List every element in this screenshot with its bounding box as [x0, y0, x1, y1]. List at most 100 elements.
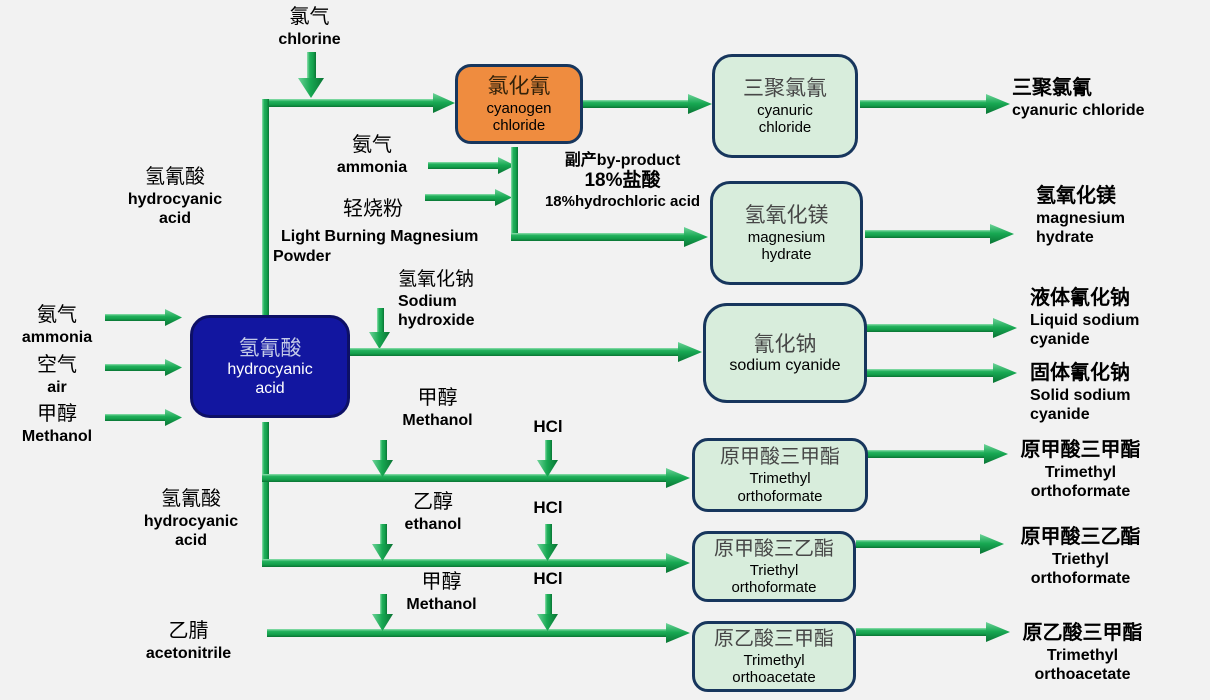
flow-line	[380, 440, 387, 462]
arrow-right-icon	[684, 227, 708, 247]
label-hcl-row3: HCl	[520, 569, 576, 589]
label-en: magnesium	[1036, 210, 1125, 227]
flow-line	[105, 364, 167, 371]
node-label-en: Triethyl	[749, 561, 799, 579]
flow-line	[863, 369, 995, 377]
label-light-burning-powder-en2: Powder	[273, 247, 393, 266]
label-byproduct-line3: 18%hydrochloric acid	[544, 192, 701, 210]
label-hydrocyanic-acid-mid: 氢氰酸 hydrocyanic acid	[130, 487, 252, 550]
label-zh: 原甲酸三甲酯	[1020, 439, 1141, 461]
label-en: orthoformate	[1030, 483, 1131, 501]
label-en: Trimethyl	[1044, 464, 1117, 481]
label-zh: 氨气	[352, 134, 392, 156]
node-label-en: hydrocyanic	[227, 361, 313, 379]
node-sodium-cyanide: 氰化钠 sodium cyanide	[703, 303, 867, 403]
node-label-en: orthoformate	[731, 579, 817, 596]
flow-line	[511, 233, 684, 241]
label-methanol-row3: 甲醇 Methanol	[389, 570, 494, 614]
label-zh: 原甲酸三乙酯	[1020, 526, 1141, 548]
label-en: cyanuric chloride	[1012, 102, 1145, 119]
label-ethanol-row2: 乙醇 ethanol	[383, 490, 483, 534]
flow-line	[262, 422, 269, 567]
node-label-en: sodium cyanide	[729, 356, 841, 374]
flow-line	[307, 52, 316, 80]
arrow-right-icon	[980, 534, 1004, 554]
label-en: Light Burning Magnesium	[281, 228, 479, 245]
flow-line	[545, 524, 552, 546]
flow-line	[428, 162, 500, 169]
label-en: Trimethyl	[1046, 647, 1119, 664]
label-zh: 液体氰化钠	[1030, 287, 1130, 309]
node-label-zh: 氰化钠	[753, 331, 817, 356]
arrow-down-icon	[369, 332, 390, 349]
label-en: ethanol	[404, 516, 462, 533]
label-en: ammonia	[21, 329, 93, 346]
label-ammonia-mid: 氨气 ammonia	[322, 133, 422, 177]
node-label-zh: 原甲酸三甲酯	[720, 446, 840, 469]
label-en: Sodium	[398, 292, 457, 310]
label-air: 空气 air	[7, 353, 107, 397]
label-en: hydroxide	[398, 311, 475, 329]
flow-line	[856, 628, 988, 636]
label-en: Methanol	[402, 412, 473, 429]
output-triethyl-orthoformate: 原甲酸三乙酯 Triethyl orthoformate	[1008, 525, 1153, 588]
flow-line	[511, 147, 518, 240]
node-label-en: orthoacetate	[732, 669, 816, 686]
arrow-right-icon	[993, 318, 1017, 338]
node-label-zh: 氢氰酸	[238, 335, 302, 360]
node-magnesium-hydrate: 氢氧化镁 magnesium hydrate	[710, 181, 863, 285]
flow-line	[267, 629, 668, 637]
label-zh: 氢氰酸	[161, 488, 221, 510]
label-en: Powder	[273, 248, 331, 265]
label-methanol-row1: 甲醇 Methanol	[385, 386, 490, 430]
node-label-en: hydrate	[761, 246, 812, 264]
label-zh: 原乙酸三甲酯	[1022, 622, 1143, 644]
label-en: acetonitrile	[145, 645, 232, 662]
flow-line	[377, 308, 384, 334]
flow-line	[105, 414, 167, 421]
label-en: hydrocyanic	[143, 513, 239, 530]
node-label-zh: 氯化氰	[487, 74, 551, 99]
arrow-right-icon	[165, 309, 182, 326]
label-en: orthoacetate	[1034, 666, 1131, 684]
label-en: HCl	[533, 498, 563, 517]
node-triethyl-orthoformate: 原甲酸三乙酯 Triethyl orthoformate	[692, 531, 856, 602]
arrow-right-icon	[495, 189, 512, 206]
flow-line	[865, 230, 990, 238]
output-liquid-sodium-cyanide: 液体氰化钠 Liquid sodium cyanide	[1030, 286, 1195, 349]
label-byproduct-line2: 18%盐酸	[584, 170, 661, 192]
label-en: air	[47, 379, 67, 396]
label-en: acid	[158, 210, 191, 228]
flow-line	[380, 594, 387, 616]
arrow-right-icon	[986, 622, 1010, 642]
label-en: Solid sodium	[1030, 387, 1131, 404]
node-label-en: magnesium	[747, 228, 826, 246]
node-label-en: chloride	[492, 117, 546, 135]
flow-line	[262, 559, 668, 567]
label-hcl-row2: HCl	[520, 498, 576, 518]
flow-line	[425, 194, 497, 201]
label-chlorine: 氯气 chlorine	[262, 5, 357, 49]
node-label-zh: 三聚氯氰	[743, 76, 827, 101]
output-trimethyl-orthoformate: 原甲酸三甲酯 Trimethyl orthoformate	[1008, 438, 1153, 501]
output-magnesium-hydrate: 氢氧化镁 magnesium hydrate	[1036, 184, 1191, 247]
label-hydrocyanic-acid-top: 氢氰酸 hydrocyanic acid	[115, 165, 235, 228]
node-label-zh: 原乙酸三甲酯	[714, 627, 834, 650]
arrow-down-icon	[298, 78, 324, 98]
node-label-en: cyanuric	[757, 101, 813, 119]
flow-line	[583, 100, 690, 108]
label-en: HCl	[533, 569, 563, 588]
flow-line	[380, 524, 387, 546]
label-zh: 氨气	[37, 304, 77, 326]
label-zh: 氢氰酸	[145, 166, 205, 188]
node-hydrocyanic-acid: 氢氰酸 hydrocyanic acid	[190, 315, 350, 418]
flow-line	[860, 100, 988, 108]
arrow-right-icon	[666, 623, 690, 643]
label-zh: 甲醇	[421, 571, 462, 593]
flow-line	[545, 594, 552, 616]
label-zh: 乙腈	[168, 620, 209, 642]
label-en: ammonia	[336, 159, 408, 176]
arrow-right-icon	[666, 553, 690, 573]
arrow-right-icon	[993, 363, 1017, 383]
